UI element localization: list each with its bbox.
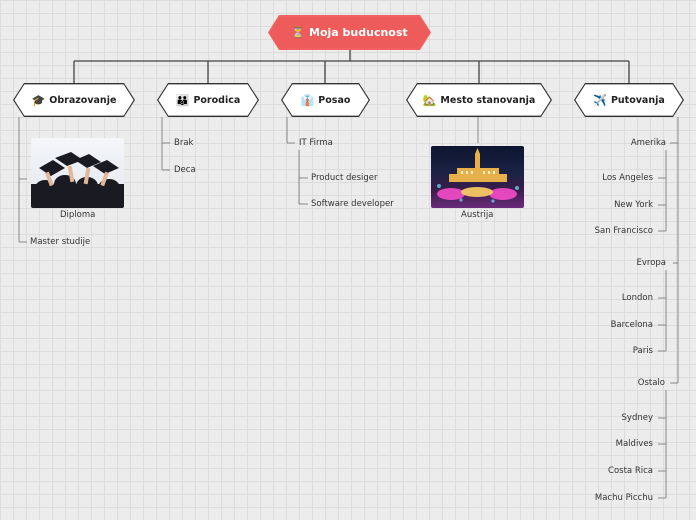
leaf-software-developer[interactable]: Software developer — [311, 199, 394, 209]
airplane-icon: ✈️ — [593, 93, 607, 107]
leaf-diploma[interactable]: Diploma — [60, 210, 96, 220]
leaf-machu-picchu[interactable]: Machu Picchu — [594, 493, 653, 503]
branch-label: Porodica — [193, 94, 241, 106]
leaf-austrija[interactable]: Austrija — [461, 210, 494, 220]
leaf-ostalo[interactable]: Ostalo — [637, 378, 665, 388]
leaf-san-francisco[interactable]: San Francisco — [594, 226, 653, 236]
leaf-maldives[interactable]: Maldives — [615, 439, 653, 449]
leaf-it-firma[interactable]: IT Firma — [299, 138, 333, 148]
graduation-cap-icon: 🎓 — [31, 93, 46, 107]
branch-label: Mesto stanovanja — [440, 94, 536, 106]
leaf-evropa[interactable]: Evropa — [636, 258, 666, 268]
leaf-master-studije[interactable]: Master studije — [30, 237, 91, 247]
necktie-icon: 👔 — [300, 93, 315, 107]
leaf-london[interactable]: London — [621, 293, 653, 303]
leaf-deca[interactable]: Deca — [174, 165, 196, 175]
graduation-caps-illustration — [31, 152, 124, 208]
family-icon: 👪 — [175, 93, 190, 107]
leaf-product-desiger[interactable]: Product desiger — [311, 173, 378, 183]
root-title: Moja buducnost — [309, 26, 408, 39]
leaf-new-york[interactable]: New York — [614, 200, 653, 210]
branch-putovanja[interactable]: ✈️ Putovanja — [574, 83, 684, 117]
branch-label: Posao — [318, 94, 351, 106]
leaf-los-angeles[interactable]: Los Angeles — [602, 173, 653, 183]
vienna-night-image[interactable] — [431, 146, 524, 208]
hourglass-icon: ⏳ — [291, 26, 306, 39]
root-node[interactable]: ⏳ Moja buducnost — [268, 15, 431, 50]
branch-porodica[interactable]: 👪 Porodica — [157, 83, 259, 117]
leaf-amerika[interactable]: Amerika — [630, 138, 666, 148]
house-icon: 🏡 — [422, 93, 437, 107]
leaf-brak[interactable]: Brak — [174, 138, 194, 148]
branch-label: Obrazovanje — [49, 94, 117, 106]
leaf-paris[interactable]: Paris — [632, 346, 653, 356]
branch-obrazovanje[interactable]: 🎓 Obrazovanje — [13, 83, 135, 117]
leaf-costa-rica[interactable]: Costa Rica — [608, 466, 653, 476]
branch-label: Putovanja — [610, 94, 665, 106]
branch-posao[interactable]: 👔 Posao — [281, 83, 370, 117]
leaf-barcelona[interactable]: Barcelona — [610, 320, 653, 330]
graduation-image[interactable] — [31, 138, 124, 208]
branch-mesto-stanovanja[interactable]: 🏡 Mesto stanovanja — [406, 83, 552, 117]
leaf-sydney[interactable]: Sydney — [621, 413, 653, 423]
city-hall-illustration — [437, 148, 519, 203]
